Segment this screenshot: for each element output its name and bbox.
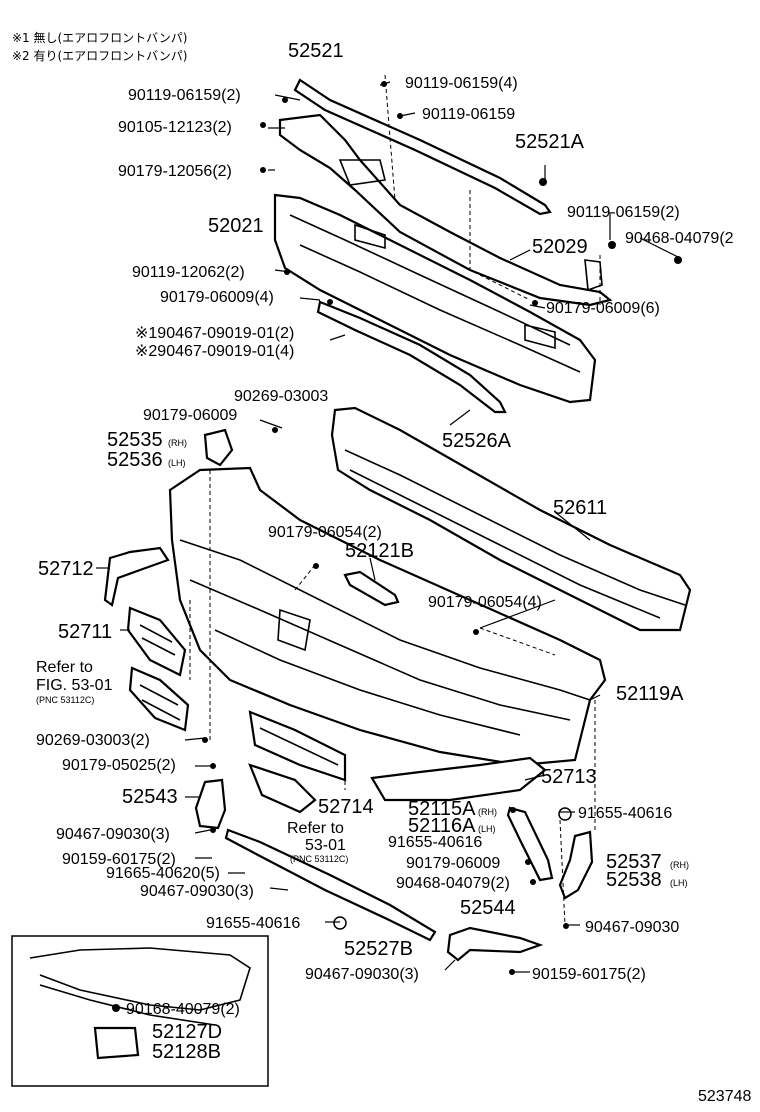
label-52537: 52537 xyxy=(606,851,662,873)
label-52128B: 52128B xyxy=(152,1041,221,1063)
label-90269-03003-top: 90269-03003 xyxy=(234,388,328,405)
note-2: ※2 有り(エアロフロントバンパ) xyxy=(12,49,187,63)
label-refer2-c: (PNC 53112C) xyxy=(290,854,348,864)
label-52711: 52711 xyxy=(58,621,112,643)
grille-52711 xyxy=(126,606,187,677)
label-90179-05025: 90179-05025(2) xyxy=(62,757,176,774)
labels: 52521 90119-06159(4) 90119-06159(2) 9011… xyxy=(36,40,751,1105)
label-52611: 52611 xyxy=(553,497,607,519)
side-trim-52712 xyxy=(103,546,170,607)
label-90269-03003-2: 90269-03003(2) xyxy=(36,732,150,749)
grille-52714 xyxy=(248,710,347,814)
label-52521A: 52521A xyxy=(515,131,585,153)
label-90119-12062: 90119-12062(2) xyxy=(132,264,245,281)
bracket-52543 xyxy=(194,778,227,830)
label-52713: 52713 xyxy=(541,766,597,788)
label-90168-40079: 90168-40079(2) xyxy=(126,1001,240,1018)
label-52538: 52538 xyxy=(606,869,662,891)
bracket-52537 xyxy=(558,830,594,900)
inset-detail xyxy=(11,935,269,1087)
label-90179-06009-low: 90179-06009 xyxy=(406,855,500,872)
lower-strip-52526A xyxy=(316,300,507,414)
label-90179-06054-2: 90179-06054(2) xyxy=(268,524,382,541)
label-52119A: 52119A xyxy=(616,683,684,705)
bracket-52535 xyxy=(203,428,234,467)
note-1: ※1 無し(エアロフロントバンパ) xyxy=(12,30,187,45)
label-52116A: 52116A xyxy=(408,815,476,837)
label-52544: 52544 xyxy=(460,897,516,919)
label-90468-04079-low: 90468-04079(2) xyxy=(396,875,510,892)
label-90468-04079-top: 90468-04079(2 xyxy=(625,230,734,247)
diagram-id: 523748 xyxy=(698,1088,751,1105)
reinforcement-strip-52521 xyxy=(293,78,552,216)
label-52536: 52536 xyxy=(107,449,163,471)
lower-rail-52527B xyxy=(224,828,437,942)
bracket-52121B xyxy=(343,570,400,607)
label-90119-06159-2b: 90119-06159(2) xyxy=(567,204,680,221)
label-90159-60175-2a: 90159-60175(2) xyxy=(62,851,176,868)
label-90179-06009-4: 90179-06009(4) xyxy=(160,289,274,306)
label-90119-06159-4: 90119-06159(4) xyxy=(405,75,518,92)
label-91655-40616-r: 91655-40616 xyxy=(578,805,672,822)
label-90179-06009-mid: 90179-06009 xyxy=(143,407,237,424)
upper-retainer xyxy=(278,113,613,307)
label-90119-06159: 90119-06159 xyxy=(422,106,515,123)
bumper-reinforcement-52021 xyxy=(273,193,597,404)
label-52127D: 52127D xyxy=(152,1021,222,1043)
label-52714: 52714 xyxy=(318,796,374,818)
label-refer1-c: (PNC 53112C) xyxy=(36,695,94,705)
label-91665-40620: 91665-40620(5) xyxy=(106,865,220,882)
fog-grille-left xyxy=(128,666,190,732)
bracket-52544 xyxy=(446,926,544,962)
bumper-cover-52611 xyxy=(330,406,692,632)
label-refer1-a: Refer to xyxy=(36,659,93,676)
label-90467-09019-1: ※190467-09019-01(2) xyxy=(135,325,294,342)
label-52526A: 52526A xyxy=(442,430,512,452)
label-rh-a: (RH) xyxy=(168,438,187,448)
label-52021: 52021 xyxy=(208,215,264,237)
label-rh-c: (RH) xyxy=(670,860,689,870)
label-refer1-b: FIG. 53-01 xyxy=(36,677,113,694)
label-90105-12123: 90105-12123(2) xyxy=(118,119,232,136)
label-52115A: 52115A xyxy=(408,798,476,820)
label-90467-09030-r: 90467-09030 xyxy=(585,919,679,936)
label-52521: 52521 xyxy=(288,40,344,62)
label-90179-06054-4: 90179-06054(4) xyxy=(428,594,542,611)
label-91655-40616-m: 91655-40616 xyxy=(388,834,482,851)
label-52535: 52535 xyxy=(107,429,163,451)
label-refer2-a: Refer to xyxy=(287,820,344,837)
label-52029: 52029 xyxy=(532,236,588,258)
label-91655-40616-b: 91655-40616 xyxy=(206,915,300,932)
label-52527B: 52527B xyxy=(344,938,413,960)
label-90179-06009-6: 90179-06009(6) xyxy=(546,300,660,317)
label-52712: 52712 xyxy=(38,558,94,580)
label-lh-a: (LH) xyxy=(168,458,186,468)
label-52543: 52543 xyxy=(122,786,178,808)
label-90467-09030-3c: 90467-09030(3) xyxy=(305,966,419,983)
bumper-cover-52119A xyxy=(168,466,607,767)
label-52121B: 52121B xyxy=(345,540,414,562)
label-90467-09030-3b: 90467-09030(3) xyxy=(140,883,254,900)
label-lh-c: (LH) xyxy=(670,878,688,888)
label-90119-06159-2a: 90119-06159(2) xyxy=(128,87,241,104)
label-90159-60175-2b: 90159-60175(2) xyxy=(532,966,646,983)
trim-52713 xyxy=(370,756,547,802)
label-90467-09030-3a: 90467-09030(3) xyxy=(56,826,170,843)
bracket-52115A xyxy=(506,806,554,882)
label-lh-b: (LH) xyxy=(478,824,496,834)
label-rh-b: (RH) xyxy=(478,807,497,817)
label-90179-12056: 90179-12056(2) xyxy=(118,163,232,180)
label-90467-09019-2: ※290467-09019-01(4) xyxy=(135,343,294,360)
label-refer2-b: 53-01 xyxy=(305,837,346,854)
